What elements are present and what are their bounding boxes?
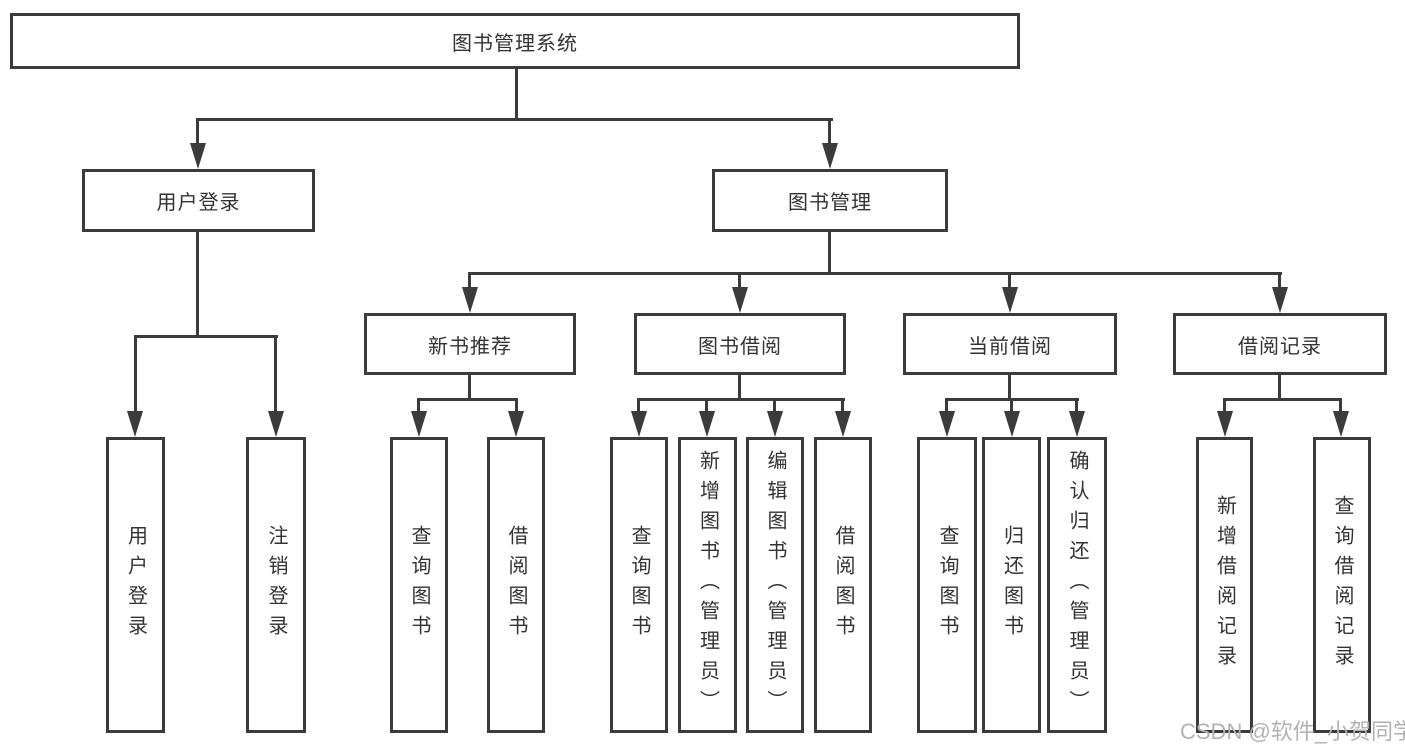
arrow-down-icon [699,411,715,437]
node-label: 图书管理系统 [452,32,578,55]
arrow-down-icon [1333,411,1349,437]
connector-vline [841,398,844,412]
leaf-user-login: 用户登录 [106,437,165,733]
connector-vline [828,232,831,275]
arrow-down-icon [1002,287,1018,313]
node-label: 查询图书 [936,525,958,645]
arrow-down-icon [508,411,524,437]
connector-vline [1008,272,1011,288]
connector-vline [134,335,137,412]
arrow-down-icon [822,143,838,169]
connector-hline [1223,398,1342,401]
connector-vline [1075,398,1078,412]
connector-hline [197,118,833,121]
node-book-borrow: 图书借阅 [634,313,846,375]
connector-hline [134,335,278,338]
node-book-management: 图书管理 [712,169,948,232]
leaf-borrow-books: 借阅图书 [814,437,872,733]
connector-vline [705,398,708,412]
connector-vline [468,375,471,401]
connector-vline [1339,398,1342,412]
leaf-query-borrow-record: 查询借阅记录 [1313,437,1371,733]
arrow-down-icon [190,143,206,169]
node-label: 当前借阅 [968,335,1052,358]
arrow-down-icon [411,411,427,437]
connector-vline [1278,272,1281,288]
node-new-book-recommend: 新书推荐 [364,313,576,375]
node-label: 注销登录 [265,525,287,645]
node-label: 查询图书 [408,525,430,645]
connector-hline [637,398,845,401]
node-label: 图书管理 [788,192,872,214]
node-label: 借阅图书 [832,525,854,645]
arrow-down-icon [1217,411,1233,437]
arrow-down-icon [939,411,955,437]
arrow-down-icon [631,411,647,437]
arrow-down-icon [1004,411,1020,437]
node-label: 查询图书 [628,525,650,645]
node-label: 编辑图书（管理员） [764,450,786,720]
node-label: 用户登录 [124,525,147,645]
connector-vline [515,398,518,412]
arrow-down-icon [462,287,478,313]
leaf-query-books-recommend: 查询图书 [390,437,448,733]
connector-vline [738,272,741,288]
arrow-down-icon [1069,411,1085,437]
connector-vline [468,272,471,288]
node-label: 借阅记录 [1238,335,1322,358]
leaf-return-books: 归还图书 [982,437,1041,733]
connector-vline [515,69,518,121]
node-label: 确认归还（管理员） [1066,450,1088,720]
node-borrow-records: 借阅记录 [1173,313,1387,375]
leaf-confirm-return-admin: 确认归还（管理员） [1047,437,1107,733]
node-label: 查询借阅记录 [1331,495,1353,675]
arrow-down-icon [127,411,143,437]
connector-vline [738,375,741,401]
leaf-query-books-current: 查询图书 [917,437,977,733]
connector-vline [828,118,831,145]
leaf-add-borrow-record: 新增借阅记录 [1196,437,1253,733]
node-label: 新书推荐 [428,335,512,358]
leaf-edit-book-admin: 编辑图书（管理员） [746,437,804,733]
node-user-login: 用户登录 [82,169,315,232]
node-current-borrow: 当前借阅 [903,313,1117,375]
connector-vline [196,118,199,145]
connector-vline [773,398,776,412]
arrow-down-icon [268,411,284,437]
connector-vline [637,398,640,412]
leaf-logout: 注销登录 [246,437,306,733]
arrow-down-icon [1272,287,1288,313]
connector-vline [1008,375,1011,401]
node-label: 归还图书 [1000,525,1023,645]
connector-vline [1278,375,1281,401]
leaf-add-book-admin: 新增图书（管理员） [678,437,737,733]
arrow-down-icon [835,411,851,437]
node-label: 借阅图书 [505,525,527,645]
node-label: 新增图书（管理员） [696,450,719,720]
leaf-borrow-books-recommend: 借阅图书 [487,437,545,733]
connector-vline [1223,398,1226,412]
node-label: 图书借阅 [698,335,782,358]
arrow-down-icon [732,287,748,313]
connector-vline [274,335,277,412]
arrow-down-icon [767,411,783,437]
watermark: CSDN @软件_小贺同学 [1180,719,1405,744]
node-label: 用户登录 [156,192,241,214]
connector-vline [417,398,420,412]
node-label: 新增借阅记录 [1213,495,1236,675]
connector-vline [1010,398,1013,412]
connector-vline [945,398,948,412]
connector-vline [196,232,199,338]
connector-hline [417,398,518,401]
leaf-query-books-borrow: 查询图书 [610,437,668,733]
node-root: 图书管理系统 [10,13,1020,69]
connector-hline [468,272,1282,275]
